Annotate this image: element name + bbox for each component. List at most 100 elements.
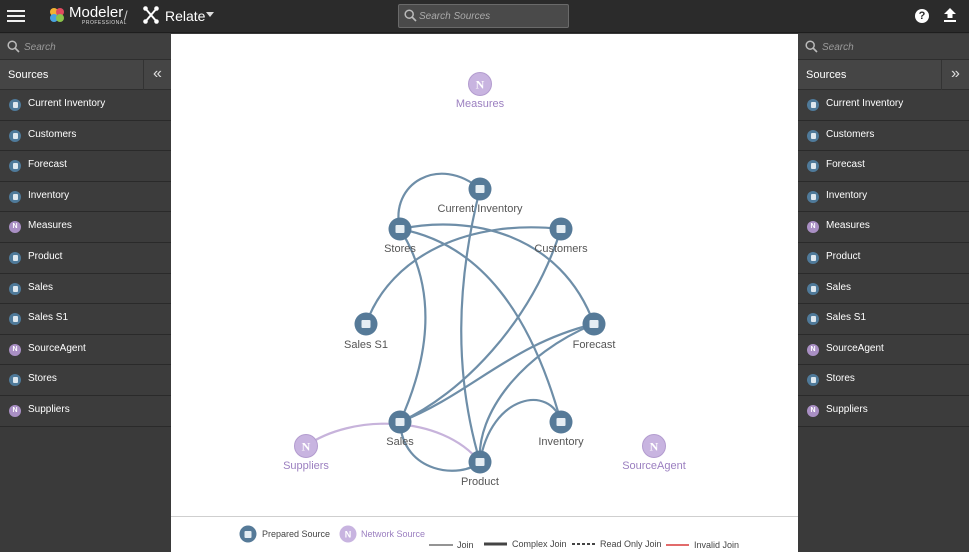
source-list-item[interactable]: SourceAgent [0,334,171,366]
network-source-icon[interactable] [642,434,666,458]
prepared-source-icon [9,129,21,142]
left-panel-title: Sources [8,69,49,81]
prepared-source-icon [807,282,819,295]
prepared-source-icon [9,160,21,173]
source-list-item-label: SourceAgent [28,342,86,354]
graph-node-label: Customers [534,243,588,255]
graph-node-product[interactable]: Product [461,450,499,489]
source-list-item[interactable]: Measures [798,212,969,243]
help-icon[interactable]: ? [915,9,929,23]
source-list-item-label: Stores [28,373,57,385]
source-list-item[interactable]: Sales S1 [0,304,171,335]
network-source-icon [807,221,819,234]
prepared-source-icon [807,374,819,387]
join-edge[interactable] [398,228,427,423]
source-list-item[interactable]: Sales [798,273,969,305]
network-source-icon[interactable] [294,434,318,458]
join-edge[interactable] [478,399,563,463]
graph-node-sales-s1[interactable]: Sales S1 [344,312,388,352]
expand-right-panel-icon[interactable]: » [941,60,969,90]
right-sources-panel: Sources » Current InventoryCustomersFore… [798,34,969,552]
prepared-source-icon [807,129,819,142]
prepared-source-icon [9,313,21,326]
network-node-letter: N [650,440,659,454]
network-source-icon [807,404,819,417]
source-list-item[interactable]: Measures [0,212,171,243]
table-glyph [556,225,566,233]
graph-node-current-inventory[interactable]: Current Inventory [438,177,523,216]
join-edge[interactable] [460,188,482,463]
source-list-item[interactable]: Stores [798,365,969,396]
join-edge[interactable] [478,322,595,463]
right-panel-search [798,34,969,60]
join-edge[interactable] [397,172,481,230]
table-glyph [361,320,371,328]
graph-node-stores[interactable]: Stores [384,217,416,256]
source-list-item-label: Measures [826,220,870,232]
source-list-item[interactable]: Customers [798,120,969,152]
source-list-item[interactable]: Product [0,242,171,274]
source-list-item[interactable]: SourceAgent [798,334,969,366]
graph-node-label: Inventory [538,436,584,448]
source-list-item-label: Current Inventory [826,98,904,109]
table-glyph [395,418,405,426]
source-list-item[interactable]: Sales [0,273,171,305]
left-search-input[interactable] [24,38,164,56]
source-list-item[interactable]: Stores [0,365,171,396]
join-edge[interactable] [399,227,563,423]
source-list-item[interactable]: Current Inventory [798,90,969,121]
collapse-left-panel-icon[interactable]: « [143,60,171,90]
join-edge[interactable] [399,322,595,424]
source-list-item-label: Customers [826,128,875,140]
table-glyph [475,458,485,466]
source-list-item[interactable]: Suppliers [798,395,969,427]
legend-read-only-join-label: Read Only Join [600,539,662,549]
graph-node-customers[interactable]: Customers [534,217,588,256]
join-edge[interactable] [399,228,563,423]
source-list-item-label: Sales S1 [826,312,867,324]
graph-node-sales[interactable]: Sales [386,410,414,449]
join-edge[interactable] [399,223,596,325]
source-list-item[interactable]: Forecast [0,151,171,182]
graph-node-label: Sales S1 [344,339,388,351]
view-selector[interactable]: Relate [165,8,206,24]
source-list-item-label: Forecast [28,159,67,171]
prepared-source-icon [807,99,819,111]
graph-node-label: Current Inventory [438,203,523,215]
source-list-item-label: Sales S1 [28,312,69,324]
source-list-item[interactable]: Current Inventory [0,90,171,121]
network-source-icon[interactable] [468,72,492,96]
graph-node-inventory[interactable]: Inventory [538,410,584,449]
source-list-item-label: Stores [826,373,855,385]
join-edge[interactable] [364,226,562,325]
source-list-item[interactable]: Customers [0,120,171,152]
source-list-item[interactable]: Suppliers [0,395,171,427]
source-list-item[interactable]: Inventory [798,181,969,213]
legend-graphics: N [239,525,689,546]
upload-icon[interactable] [943,7,957,23]
table-glyph [395,225,405,233]
source-list-item-label: Sales [28,281,54,293]
source-list-item-label: Forecast [826,159,865,171]
left-panel-search [0,34,171,60]
source-search-input[interactable] [419,7,564,25]
graph-node-label: Product [461,476,499,488]
menu-icon[interactable] [7,7,25,25]
right-search-input[interactable] [822,38,962,56]
source-list-item-label: Sales [826,281,852,293]
source-list-item[interactable]: Sales S1 [798,304,969,335]
source-list-item[interactable]: Product [798,242,969,274]
source-list-item[interactable]: Forecast [798,151,969,182]
chevron-down-icon[interactable] [206,12,214,17]
graph-node-forecast[interactable]: Forecast [573,312,616,352]
search-icon [404,9,417,22]
network-node-letter: N [302,440,311,454]
left-sources-panel: Sources « Current InventoryCustomersFore… [0,34,171,552]
source-list-item[interactable]: Inventory [0,181,171,213]
